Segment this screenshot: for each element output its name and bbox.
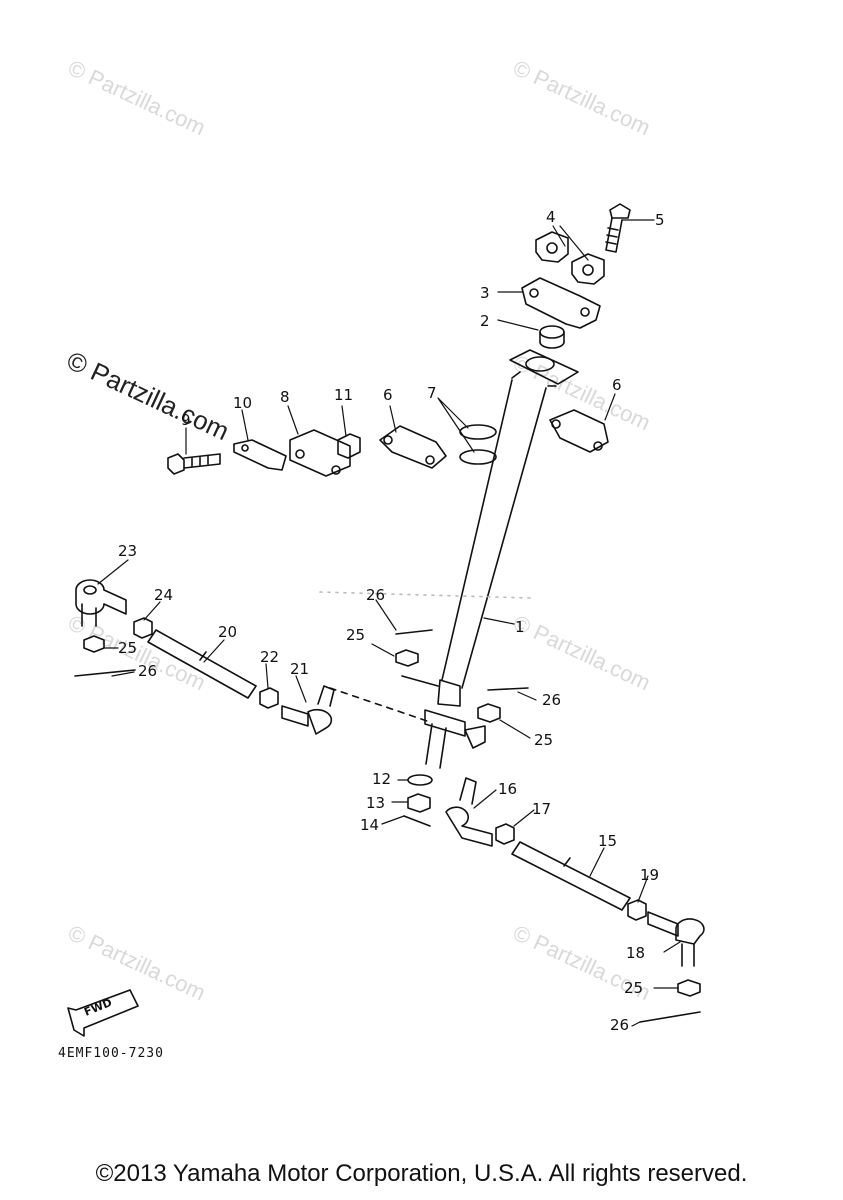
leader-lines [97, 219, 681, 1027]
callout-3: 3 [480, 284, 490, 302]
part-4-handlebar-holder [535, 231, 605, 285]
callout-21: 21 [290, 660, 309, 678]
fwd-arrow-icon [67, 989, 139, 1037]
callout-16: 16 [498, 780, 517, 798]
callout-25-right: 25 [534, 731, 553, 749]
callout-26-bottom: 26 [610, 1016, 629, 1034]
callout-18: 18 [626, 944, 645, 962]
callout-25-center: 25 [346, 626, 365, 644]
part-25-nut-center [395, 649, 439, 687]
part-8-plate [289, 429, 351, 477]
copyright-notice: ©2013 Yamaha Motor Corporation, U.S.A. A… [95, 1160, 748, 1187]
part-9-bolt [167, 453, 221, 475]
callout-25-bottom: 25 [624, 979, 643, 997]
callout-2: 2 [480, 312, 490, 330]
callout-12: 12 [372, 770, 391, 788]
part-14-cotter-pin [403, 815, 431, 827]
part-25-nut-bottom [677, 979, 701, 997]
callout-1: 1 [515, 618, 525, 636]
part-20-tie-rod [147, 629, 257, 699]
part-13-nut [407, 793, 431, 813]
part-2-bushing [539, 325, 565, 349]
part-26-cotter-pin-bottom [639, 1011, 701, 1023]
part-18-tie-rod-end [647, 911, 705, 967]
callout-6-left: 6 [383, 386, 393, 404]
part-25-nut-right [477, 703, 501, 723]
part-22-nut [259, 687, 279, 709]
callout-17: 17 [532, 800, 551, 818]
part-17-nut [495, 823, 515, 845]
fwd-label: FWD [82, 996, 114, 1019]
part-1-steering-shaft [424, 349, 579, 769]
callout-14: 14 [360, 816, 379, 834]
callout-15: 15 [598, 832, 617, 850]
part-16-tie-rod-end [445, 777, 493, 847]
callout-4: 4 [546, 208, 556, 226]
callout-5: 5 [655, 211, 665, 229]
callout-26-right: 26 [542, 691, 561, 709]
diagram-code: 4EMF100-7230 [58, 1046, 164, 1061]
part-10-lock-washer [233, 439, 287, 471]
callout-26-center: 26 [366, 586, 385, 604]
part-25-nut-left [83, 635, 105, 653]
part-24-nut [133, 617, 153, 639]
callout-6-right: 6 [612, 376, 622, 394]
part-5-bolt [605, 203, 631, 253]
part-12-washer [407, 774, 433, 786]
part-3-handle-crown [521, 277, 601, 329]
callout-11: 11 [334, 386, 353, 404]
part-15-tie-rod [511, 841, 631, 911]
callout-19: 19 [640, 866, 659, 884]
part-6-clamp-left [379, 425, 447, 469]
callout-8: 8 [280, 388, 290, 406]
part-11-collar [337, 433, 361, 459]
callout-7: 7 [427, 384, 437, 402]
part-21-tie-rod-end [281, 685, 335, 735]
part-19-nut [627, 899, 647, 921]
part-26-cotter-pin-right [487, 687, 529, 691]
guide-line [319, 591, 531, 599]
callout-26-left: 26 [138, 662, 157, 680]
callout-labels: 4 5 3 2 7 6 6 11 8 10 9 23 24 25 26 20 2… [82, 208, 664, 1034]
guide-line [329, 687, 431, 723]
callout-25-left: 25 [118, 639, 137, 657]
part-23-tie-rod-end [75, 579, 127, 627]
part-7-ring [459, 424, 497, 465]
callout-23: 23 [118, 542, 137, 560]
callout-20: 20 [218, 623, 237, 641]
callout-24: 24 [154, 586, 173, 604]
callout-13: 13 [366, 794, 385, 812]
part-6-clamp-right [549, 409, 609, 453]
callout-10: 10 [233, 394, 252, 412]
part-26-cotter-pin-center [395, 629, 433, 635]
callout-22: 22 [260, 648, 279, 666]
part-26-cotter-pin-left [74, 669, 136, 677]
callout-9: 9 [181, 411, 191, 429]
